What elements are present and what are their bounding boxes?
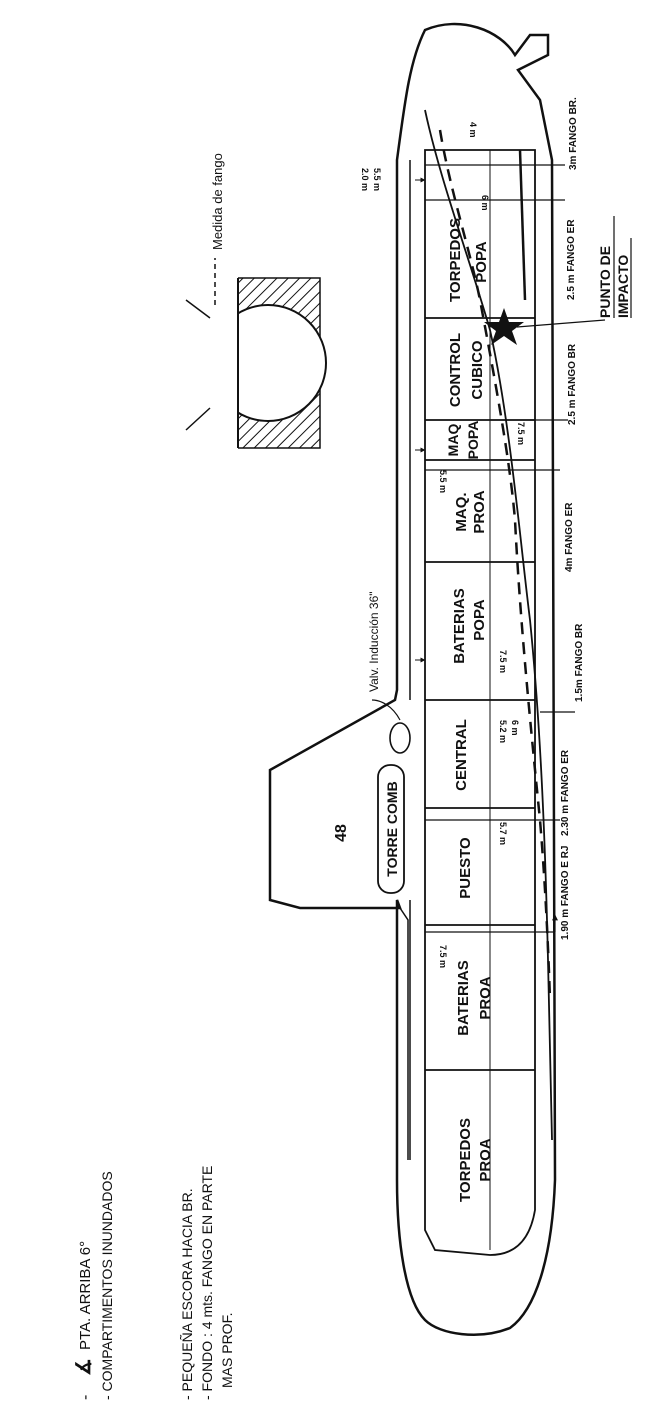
mud-label-3: 1.5m FANGO BR xyxy=(574,623,585,702)
flood-lines xyxy=(424,109,553,1141)
impact-label-1: PUNTO DE xyxy=(597,246,613,318)
label-baterias-popa-2: POPA xyxy=(471,599,488,641)
depth-2: 5.7 m xyxy=(498,822,508,845)
depth-9: 5.5 m xyxy=(372,168,382,191)
depth-8: 6 m xyxy=(480,195,490,211)
note-line-2: - COMPARTIMENTOS INUNDADOS xyxy=(99,1171,115,1400)
hull-cross-section: Medida de fango xyxy=(180,153,327,460)
depth-3: 5.2 m xyxy=(498,720,508,743)
depth-6: 5.5 m xyxy=(438,470,448,493)
angle-symbol-icon: ∡ xyxy=(73,1358,95,1376)
mud-mask xyxy=(180,270,238,460)
label-maq-proa-2: PROA xyxy=(471,490,488,534)
depth-4: 6 m xyxy=(510,720,520,736)
mud-solid-line xyxy=(424,109,553,1141)
induction-valve xyxy=(389,722,411,754)
depth-7: 7.5 m xyxy=(516,422,526,445)
note-line-5: MAS PROF. xyxy=(219,1313,235,1388)
note-line-1: PTA. ARRIBA 6° xyxy=(77,1241,94,1350)
mud-dashed-line xyxy=(438,129,552,1001)
mud-label-1: 1.90 m FANGO E RJ xyxy=(560,846,571,940)
label-baterias-popa-1: BATERIAS xyxy=(451,588,468,664)
mud-label-2: 2.30 m FANGO ER xyxy=(560,749,571,836)
label-torpedos-proa-1: TORPEDOS xyxy=(457,1118,474,1202)
label-puesto: PUESTO xyxy=(457,837,474,899)
submarine-hull xyxy=(268,22,557,1336)
label-torpedos-popa-1: TORPEDOS xyxy=(447,218,464,302)
label-maq-proa-1: MAQ. xyxy=(453,492,470,531)
depth-5: 7.5 m xyxy=(498,650,508,673)
label-control-cubico-1: CONTROL xyxy=(447,333,464,407)
label-torpedos-popa-2: POPA xyxy=(473,241,490,283)
depth-10: 2.0 m xyxy=(360,168,370,191)
note-line-3: - PEQUEÑA ESCORA HACIA BR. xyxy=(179,1188,195,1400)
label-baterias-proa-2: PROA xyxy=(477,976,494,1020)
depth-11: 4 m xyxy=(468,122,478,138)
note-line-4: - FONDO : 4 mts. FANGO EN PARTE xyxy=(199,1166,215,1400)
label-central: CENTRAL xyxy=(453,719,470,791)
tower-number: 48 xyxy=(333,824,350,842)
valve-label: Valv. Inducción 36" xyxy=(367,591,381,692)
mud-label-5: 2.5 m FANGO BR xyxy=(567,343,578,425)
impact-label-2: IMPACTO xyxy=(615,255,631,318)
mud-measure-label: Medida de fango xyxy=(210,153,225,250)
label-maq-popa-1: MAQ xyxy=(445,424,461,457)
mud-label-7: 3m FANGO BR. xyxy=(568,97,579,170)
conning-tower: TORRE COMB 48 Valv. Inducción 36" xyxy=(333,591,411,894)
impact-point: PUNTO DE IMPACTO xyxy=(484,216,632,345)
notes-block: - ∡ PTA. ARRIBA 6° - COMPARTIMENTOS INUN… xyxy=(73,1166,235,1400)
label-baterias-proa-1: BATERIAS xyxy=(455,960,472,1036)
tower-label: TORRE COMB xyxy=(384,781,400,876)
label-maq-popa-2: POPA xyxy=(465,421,481,460)
mud-label-4: 4m FANGO ER xyxy=(564,502,575,572)
note-line-1-prefix: - xyxy=(77,1395,94,1400)
compartments: TORPEDOS PROA BATERIAS PROA PUESTO CENTR… xyxy=(424,149,536,1256)
depth-1: 7.5 m xyxy=(438,945,448,968)
mud-label-6: 2.5 m FANGO ER xyxy=(566,219,577,300)
depth-markers: 7.5 m 5.7 m 5.2 m 6 m 7.5 m 5.5 m 7.5 m … xyxy=(360,122,526,968)
mud-callouts: 1.90 m FANGO E RJ 2.30 m FANGO ER 1.5m F… xyxy=(425,97,585,940)
label-torpedos-proa-2: PROA xyxy=(477,1138,494,1182)
label-control-cubico-2: CUBICO xyxy=(469,340,486,399)
star-icon xyxy=(484,308,524,345)
tower-box xyxy=(377,764,405,894)
